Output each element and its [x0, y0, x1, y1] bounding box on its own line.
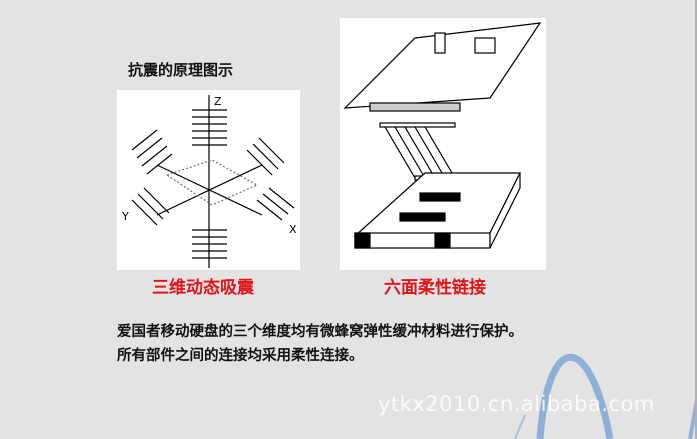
description-line-2: 所有部件之间的连接均采用柔性连接。: [117, 348, 364, 364]
right-border: [695, 0, 697, 439]
caption-3d-absorption: 三维动态吸震: [152, 278, 254, 298]
y-axis-label: Y: [121, 210, 129, 223]
z-axis-label: Z: [214, 95, 222, 108]
description-line-1: 爱国者移动硬盘的三个维度均有微蜂窝弹性缓冲材料进行保护。: [117, 324, 523, 340]
watermark: ytkx2010.cn.alibaba.com: [378, 392, 655, 416]
x-axis-label: X: [289, 223, 297, 236]
section-title: 抗震的原理图示: [128, 61, 234, 79]
caption-flexible-link: 六面柔性链接: [384, 278, 486, 298]
flexible-connection-diagram: [340, 18, 546, 270]
shock-absorption-diagram: Z Y X: [117, 90, 300, 270]
